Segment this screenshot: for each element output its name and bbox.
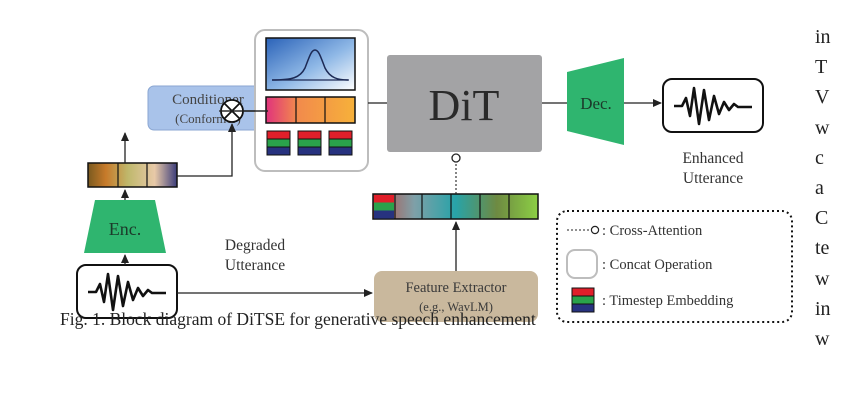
gaussian-curve-icon bbox=[271, 49, 349, 81]
fragment: w bbox=[815, 267, 830, 290]
fragment: in bbox=[815, 26, 831, 48]
connectors bbox=[121, 99, 662, 297]
encoder-label: Enc. bbox=[109, 219, 141, 239]
legend-cross-attention-label: : Cross-Attention bbox=[602, 223, 703, 239]
fragment: C bbox=[815, 207, 829, 230]
concat-group bbox=[254, 29, 369, 172]
conditioning-embedding bbox=[87, 162, 178, 188]
fragment: te bbox=[815, 237, 830, 260]
timestep-embedding-icon bbox=[571, 287, 595, 313]
degraded-label-2: Utterance bbox=[225, 257, 285, 274]
decoder-block: Dec. bbox=[567, 58, 624, 145]
noise-distribution-tile bbox=[265, 37, 356, 91]
conditioner-block: Conditioner (Conformer) bbox=[147, 85, 269, 131]
enhanced-label-2: Utterance bbox=[683, 170, 743, 187]
dit-block: DiT bbox=[387, 55, 542, 152]
fragment: w bbox=[815, 328, 830, 351]
legend-concat-label: : Concat Operation bbox=[602, 257, 713, 273]
dit-label: DiT bbox=[429, 81, 500, 130]
enhanced-label-1: Enhanced bbox=[682, 150, 743, 167]
right-column-text: in T V w c a C te w in w bbox=[815, 22, 855, 354]
enhanced-waveform-icon bbox=[674, 86, 752, 126]
degraded-waveform-icon bbox=[88, 272, 166, 312]
fragment: V bbox=[815, 86, 830, 109]
degraded-waveform-box bbox=[76, 264, 178, 319]
timestep-embedding-tiles bbox=[266, 130, 353, 156]
legend: : Cross-Attention : Concat Operation : T… bbox=[556, 210, 793, 323]
legend-timestep-label: : Timestep Embedding bbox=[602, 293, 733, 309]
figure-caption: Fig. 1. Block diagram of DiTSE for gener… bbox=[60, 309, 536, 329]
extractor-label: Feature Extractor bbox=[405, 280, 506, 296]
encoder-block: Enc. bbox=[84, 200, 166, 253]
concat-operation-icon bbox=[566, 249, 598, 279]
fragment: T bbox=[815, 56, 828, 79]
fragment: c bbox=[815, 146, 824, 169]
fragment: a bbox=[815, 177, 824, 200]
feature-extractor-block: Feature Extractor (e.g., WavLM) bbox=[374, 271, 538, 322]
cross-attention-icon bbox=[590, 225, 600, 235]
fragment: w bbox=[815, 116, 830, 139]
enhanced-waveform-box bbox=[662, 78, 764, 133]
feature-embedding bbox=[372, 193, 539, 220]
cross-attention-node-icon bbox=[451, 153, 461, 163]
degraded-label-1: Degraded bbox=[225, 237, 285, 254]
extractor-sublabel: (e.g., WavLM) bbox=[419, 300, 493, 314]
latent-tile bbox=[265, 96, 356, 124]
fragment: in bbox=[815, 297, 831, 320]
decoder-label: Dec. bbox=[580, 94, 612, 113]
